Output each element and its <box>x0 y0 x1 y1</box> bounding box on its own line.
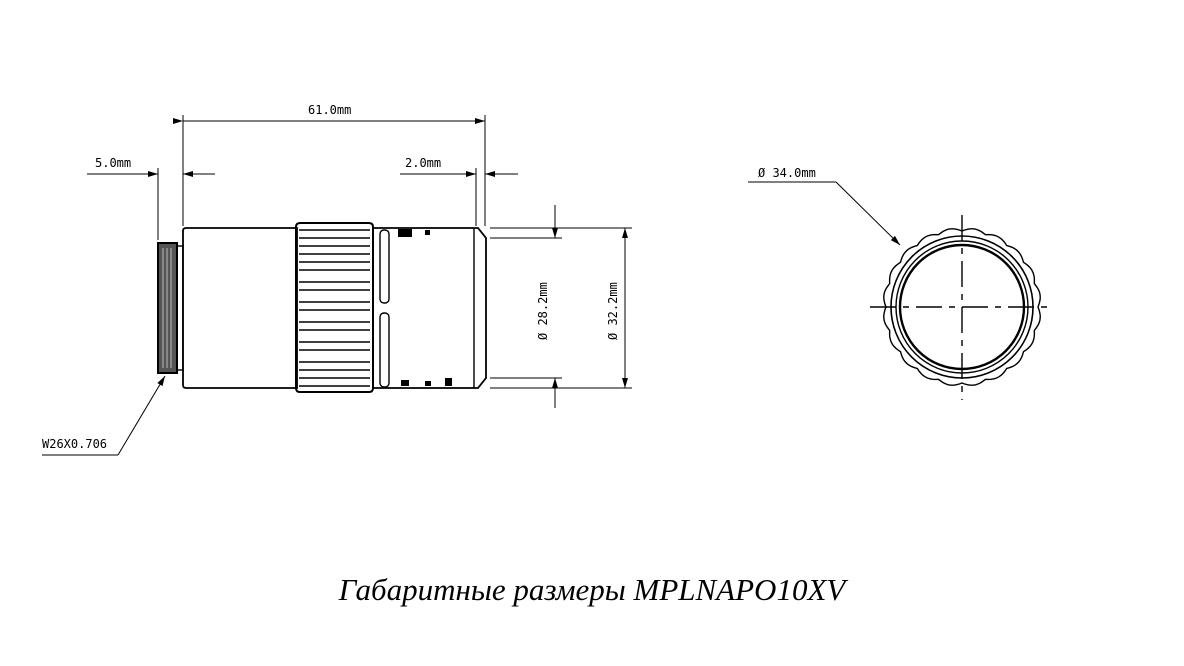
body-left <box>182 227 298 389</box>
dim-end-length: 2.0mm <box>405 156 441 170</box>
dim-outer-diameter: Ø 32.2mm <box>606 282 620 340</box>
center-lines <box>870 215 1054 400</box>
dim-ring-diameter: Ø 34.0mm <box>758 166 816 180</box>
dim-thread-length: 5.0mm <box>95 156 131 170</box>
body-right <box>373 227 487 389</box>
dimension-lines <box>42 115 901 456</box>
caption: Габаритные размеры MPLNAPO10XV <box>338 572 846 607</box>
side-view <box>157 222 487 393</box>
end-view <box>870 215 1054 400</box>
dim-overall-length: 61.0mm <box>308 103 351 117</box>
knurled-ring <box>295 222 374 393</box>
dim-inner-diameter: Ø 28.2mm <box>536 282 550 340</box>
thread-spec-label: W26X0.706 <box>42 437 107 451</box>
